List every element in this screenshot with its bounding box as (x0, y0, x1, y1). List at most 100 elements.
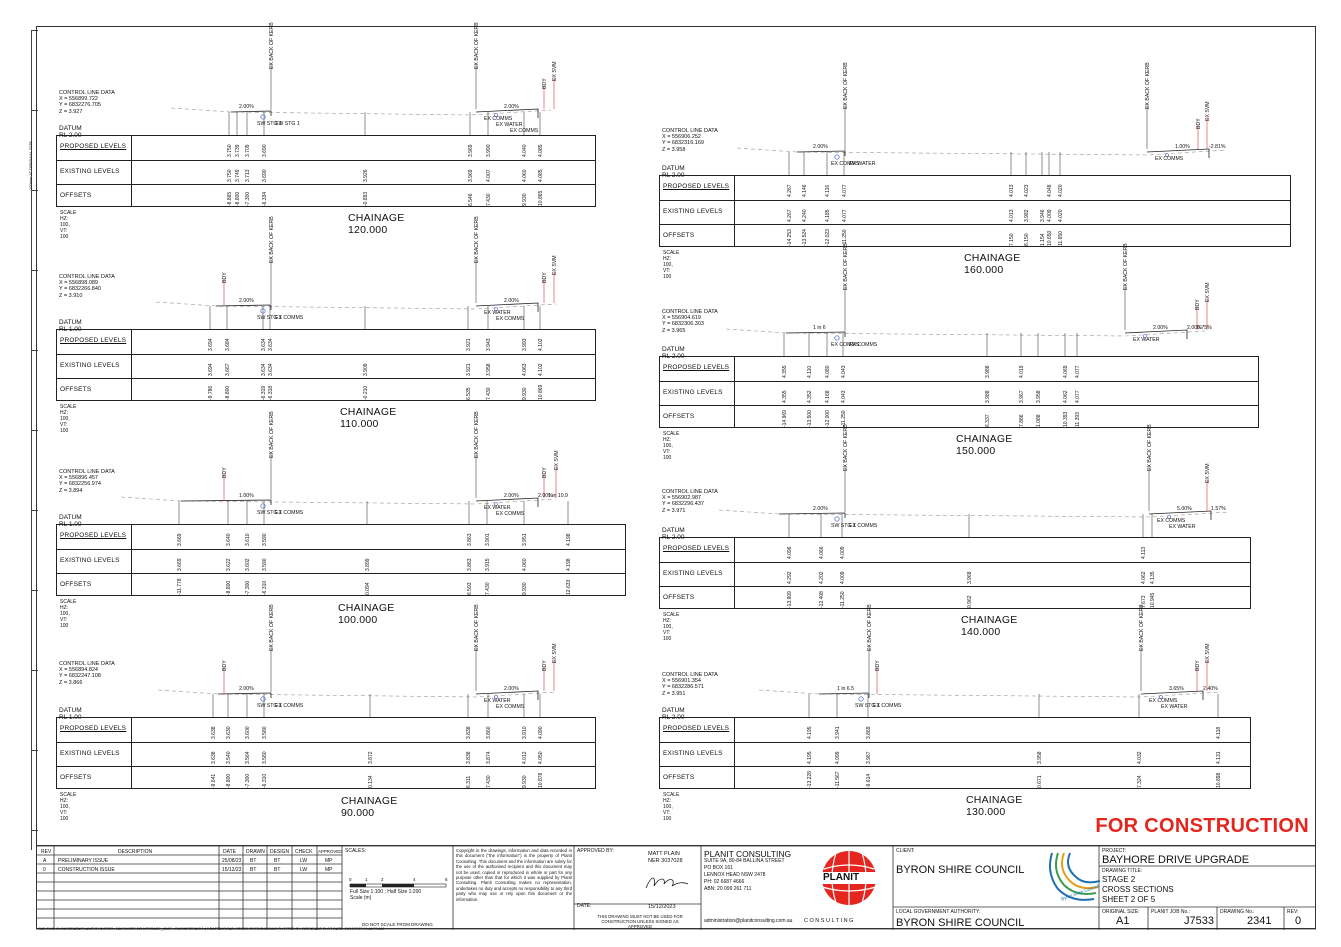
value-proposed: 4.146 (802, 184, 808, 197)
value-offsets: 6.593 (467, 582, 473, 595)
label-column-divider (734, 718, 735, 788)
chainage-title: CHAINAGE 160.000 (964, 252, 1021, 276)
value-offsets: 6.535 (466, 387, 472, 400)
value-existing: 4.198 (566, 558, 572, 571)
value-existing: 4.131 (1216, 751, 1222, 764)
control-line-title: CONTROL LINE DATA (59, 661, 115, 667)
value-existing: 4.267 (787, 209, 793, 222)
feature-label: SW STG 1 (257, 315, 282, 321)
feature-label: EX WATER (1133, 337, 1160, 343)
feature-label: EX WATER (849, 161, 876, 167)
value-offsets: -7.300 (245, 580, 251, 595)
rev-0-check: LW (300, 867, 308, 873)
value-existing: 3.634 (268, 363, 274, 376)
label-column-divider (131, 525, 132, 595)
value-existing: 4.077 (842, 209, 848, 222)
scale-note: SCALE HZ: 100, VT: 100 (663, 792, 680, 822)
value-offsets: -6.319 (261, 385, 267, 400)
value-proposed: 4.198 (566, 533, 572, 546)
value-proposed: 3.590 (262, 533, 268, 546)
value-existing: 4.102 (538, 363, 544, 376)
ex-back-of-kerb-left-label: EX BACK OF KERB (867, 604, 873, 651)
value-existing: 3.921 (466, 363, 472, 376)
value-existing: 4.062 (1063, 390, 1069, 403)
label-column-divider (734, 538, 735, 608)
byron-shire-logo (1049, 852, 1101, 901)
value-offsets: 9.930 (522, 582, 528, 595)
control-line-z: Z = 3.894 (59, 487, 83, 494)
proposed-right-verge (475, 497, 539, 507)
row-label-offsets: OFFSETS (663, 413, 695, 420)
scale-note: SCALE HZ: 100, VT: 100 (60, 404, 77, 434)
rev-header-drawn: DRAWN (246, 849, 265, 855)
control-line-y: Y = 6832306.303 (662, 321, 704, 328)
value-offsets: 7.430 (486, 387, 492, 400)
value-proposed: 4.355 (782, 365, 788, 378)
value-offsets: -13.909 (787, 591, 793, 608)
approver-signature (645, 877, 689, 889)
proposed-right-verge (475, 108, 539, 118)
feature-label: EX WATER (1169, 524, 1196, 530)
existing-surface-line (157, 689, 557, 698)
row-label-existing: EXISTING LEVELS (60, 557, 120, 564)
ruler-note: 100mm AT ORIGINAL SIZE (28, 140, 33, 190)
value-offsets: -8.800 (235, 191, 241, 206)
value-existing: 3.634 (261, 363, 267, 376)
water-pipe-icon (1167, 515, 1171, 519)
value-proposed: 4.195 (807, 726, 813, 739)
control-line-y: Y = 6832266.840 (59, 286, 101, 293)
ex-svm-label: EX SVM (552, 61, 558, 81)
chainage-title: CHAINAGE 100.000 (338, 602, 395, 626)
value-existing: 4.185 (825, 209, 831, 222)
stormwater-pipe-icon (260, 503, 266, 509)
value-offsets: 11.650 (1058, 231, 1064, 246)
value-proposed: 4.090 (538, 726, 544, 739)
value-existing: 4.168 (825, 390, 831, 403)
value-offsets: 12.633 (566, 579, 572, 595)
ex-back-of-kerb-left-label: EX BACK OF KERB (843, 243, 849, 290)
row-label-offsets: OFFSETS (60, 386, 92, 393)
lga-name: BYRON SHIRE COUNCIL (896, 917, 1025, 929)
value-offsets: -6.334 (262, 191, 268, 206)
control-line-z: Z = 3.971 (662, 507, 686, 514)
row-label-proposed: PROPOSED LEVELS (60, 725, 127, 732)
row-label-existing: EXISTING LEVELS (60, 168, 120, 175)
value-existing: 4.043 (841, 390, 847, 403)
value-proposed: 4.019 (1019, 365, 1025, 378)
value-offsets: -6.310 (262, 580, 268, 595)
slope-label: 1 in 6.5 (837, 686, 855, 692)
control-line-title: CONTROL LINE DATA (59, 469, 115, 475)
feature-label: EX WATER (484, 505, 511, 511)
value-offsets: -13.500 (807, 410, 813, 427)
drawing-title-1: STAGE 2 (1102, 875, 1136, 884)
slope-label: 2.00% (504, 104, 519, 110)
scale-note: SCALE HZ: 100, VT: 100 (60, 792, 77, 822)
company-email[interactable]: administration@planitconsulting.com.au (704, 918, 793, 924)
existing-surface-line (718, 509, 1230, 518)
feature-label: EX COMMS (275, 315, 304, 321)
for-construction-stamp: FOR CONSTRUCTION (1095, 815, 1309, 837)
feature-label: EX COMMS (510, 128, 539, 134)
control-line-x: X = 556899.722 (59, 96, 98, 103)
value-proposed: 3.838 (466, 726, 472, 739)
rev-0-id: 0 (43, 867, 46, 873)
rev-header-date: DATE (223, 849, 236, 855)
value-offsets: -12.408 (819, 591, 825, 608)
value-offsets: 10.865 (538, 190, 544, 206)
ex-svm-label: EX SVM (1205, 101, 1211, 121)
value-offsets: -9.786 (208, 385, 214, 400)
planit-logo-text: PLANIT (823, 872, 860, 883)
value-existing: 4.099 (835, 751, 841, 764)
value-existing: 3.926 (363, 169, 369, 182)
value-offsets: 7.430 (485, 582, 491, 595)
value-existing: 4.013 (1009, 209, 1015, 222)
copyright-notice: Copyright in the drawings, information a… (456, 848, 572, 902)
do-not-scale-note: DO NOT SCALE FROM DRAWING (362, 922, 433, 927)
